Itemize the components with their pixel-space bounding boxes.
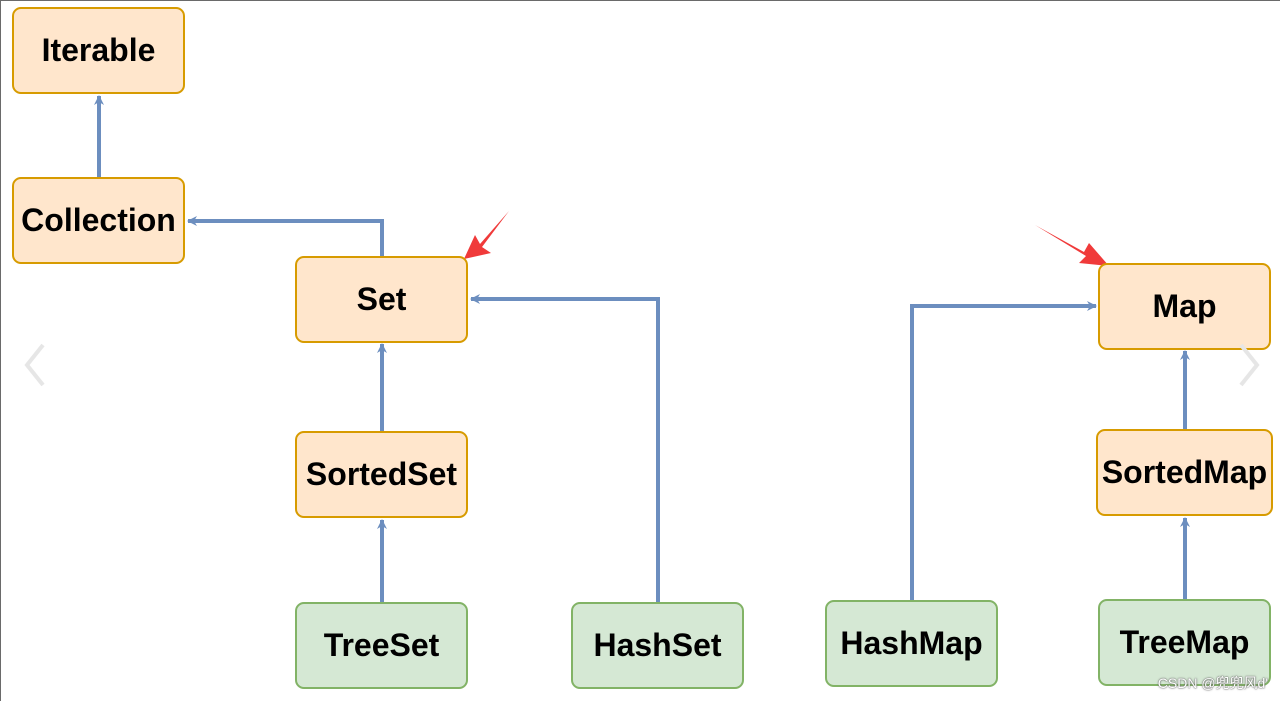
node-sortedmap: SortedMap (1096, 429, 1273, 516)
watermark: CSDN @兜兜风d' (1157, 675, 1268, 691)
node-treeset-label: TreeSet (323, 627, 440, 663)
chevron-left-icon (24, 343, 45, 387)
node-treeset: TreeSet (295, 602, 468, 689)
node-hashmap: HashMap (825, 600, 998, 687)
node-treemap-label: TreeMap (1119, 624, 1250, 660)
node-hashset: HashSet (571, 602, 744, 689)
carousel-next-button[interactable] (1235, 341, 1263, 389)
node-set: Set (295, 256, 468, 343)
node-treemap: TreeMap (1098, 599, 1271, 686)
node-map-label: Map (1152, 288, 1217, 324)
node-set-label: Set (356, 281, 407, 317)
node-hashmap-label: HashMap (840, 625, 983, 661)
chevron-right-icon (1239, 343, 1260, 387)
carousel-prev-button[interactable] (21, 341, 49, 389)
node-collection: Collection (12, 177, 185, 264)
node-iterable-label: Iterable (41, 32, 156, 68)
node-sortedmap-label: SortedMap (1101, 454, 1268, 490)
node-map: Map (1098, 263, 1271, 350)
node-hashset-label: HashSet (593, 627, 722, 663)
edge-set-to-collection (187, 216, 384, 256)
edge-hashset-to-set (470, 294, 660, 602)
edge-hashmap-to-map (910, 301, 1097, 600)
node-sortedset-label: SortedSet (305, 456, 458, 492)
highlight-arrow-map (1035, 225, 1109, 266)
node-collection-label: Collection (21, 202, 176, 238)
node-sortedset: SortedSet (295, 431, 468, 518)
node-iterable: Iterable (12, 7, 185, 94)
highlight-arrow-set (464, 211, 509, 259)
